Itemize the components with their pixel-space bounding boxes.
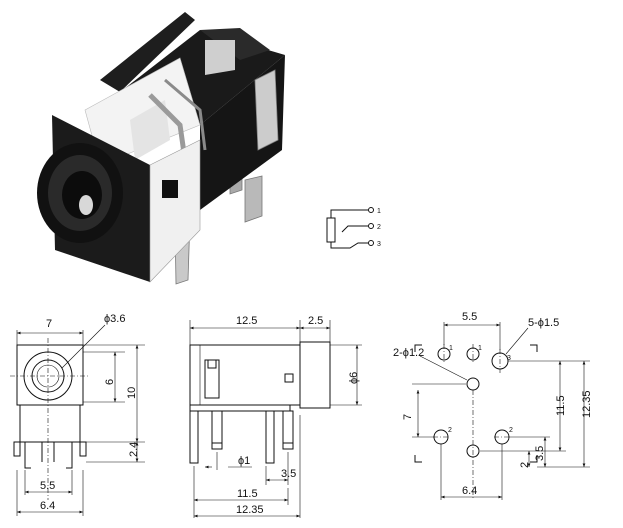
- pad-hole: [466, 344, 480, 364]
- dim-3-5: 3.5: [281, 468, 296, 480]
- product-photo: [37, 12, 285, 285]
- front-view: 7 ϕ3.6 6 10 2.4 5.5 6.4: [10, 313, 145, 516]
- pin-1-label: 1: [377, 208, 381, 215]
- dim-length-12-5: 12.5: [236, 315, 257, 327]
- dim-v-12-35: 12.35: [581, 390, 593, 418]
- dim-pin-diam-1: ϕ1: [238, 455, 250, 467]
- pin-schematic: 1 2 3: [326, 207, 381, 249]
- dim-width-6-4: 6.4: [40, 500, 55, 512]
- pad-hole: [494, 429, 510, 445]
- dim-diam-3-6: ϕ3.6: [104, 313, 125, 325]
- pad-label-1b: 1: [478, 345, 482, 352]
- side-view: 12.5 2.5 ϕ6 ϕ1 3.5 11.5 12.35: [189, 315, 362, 518]
- dim-width-5-5: 5.5: [40, 480, 55, 492]
- dim-v-3-5: 3.5: [534, 446, 546, 461]
- dim-v-7: 7: [402, 414, 414, 420]
- pad-label-2a: 2: [448, 427, 452, 434]
- pcb-footprint: 1 1 3 2 2 5.5 5-ϕ1.5 2-ϕ1.2 7 11.5 12.35…: [393, 311, 593, 500]
- pin-3-label: 3: [377, 241, 381, 248]
- dim-v-11-5: 11.5: [555, 395, 567, 416]
- pad-hole: [491, 349, 509, 373]
- dim-5-holes: 5-ϕ1.5: [528, 317, 559, 329]
- pad-label-2b: 2: [509, 427, 513, 434]
- dim-nose-2-5: 2.5: [308, 315, 323, 327]
- pad-hole: [433, 429, 449, 445]
- dim-w-6-4: 6.4: [462, 485, 477, 497]
- pad-label-1a: 1: [449, 345, 453, 352]
- dim-height-10: 10: [126, 387, 138, 399]
- contact-block: [326, 217, 336, 243]
- dim-diam-6: ϕ6: [348, 372, 360, 384]
- pad-label-3: 3: [507, 355, 511, 362]
- dim-11-5: 11.5: [237, 488, 258, 500]
- dim-height-2-4: 2.4: [128, 442, 140, 457]
- dim-2-holes: 2-ϕ1.2: [393, 347, 424, 359]
- dim-pitch-5-5: 5.5: [462, 311, 477, 323]
- pin-2-label: 2: [377, 224, 381, 231]
- pad-hole: [437, 344, 451, 364]
- dim-width-7: 7: [46, 318, 52, 330]
- dim-12-35: 12.35: [236, 504, 264, 516]
- dim-height-6: 6: [104, 379, 116, 385]
- pad-hole: [466, 377, 480, 391]
- dim-v-2: 2: [519, 462, 531, 468]
